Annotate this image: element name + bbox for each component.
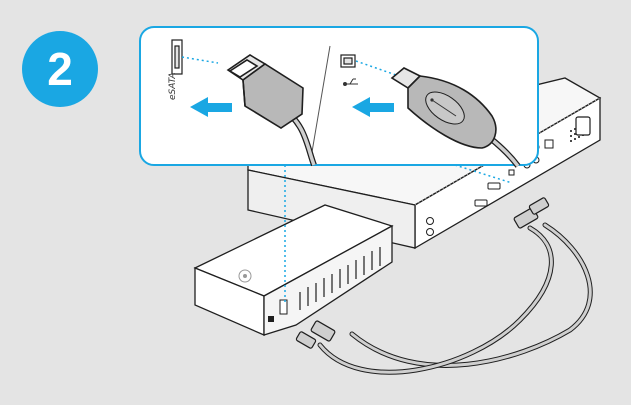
cables — [317, 222, 593, 375]
external-drive — [193, 204, 394, 336]
insert-arrow-icon-right — [352, 97, 394, 117]
esata-plug-icon — [226, 54, 317, 167]
drive-logo-icon — [238, 269, 252, 283]
esata-label: eSATA — [168, 72, 178, 100]
callout-panel — [139, 26, 539, 168]
insert-arrow-icon-left — [190, 97, 232, 117]
power-socket — [575, 116, 591, 136]
step-badge: 2 — [22, 31, 98, 107]
loose-plugs — [295, 197, 550, 349]
step-number: 2 — [47, 43, 73, 95]
esata-port-icon — [171, 39, 183, 75]
guide-lines — [284, 164, 513, 305]
usb-symbol-icon — [343, 78, 358, 86]
drive-esata-port — [279, 299, 288, 315]
usb-plug-icon — [390, 67, 521, 168]
usb-port-icon — [340, 54, 356, 68]
drive-fins — [299, 247, 381, 310]
